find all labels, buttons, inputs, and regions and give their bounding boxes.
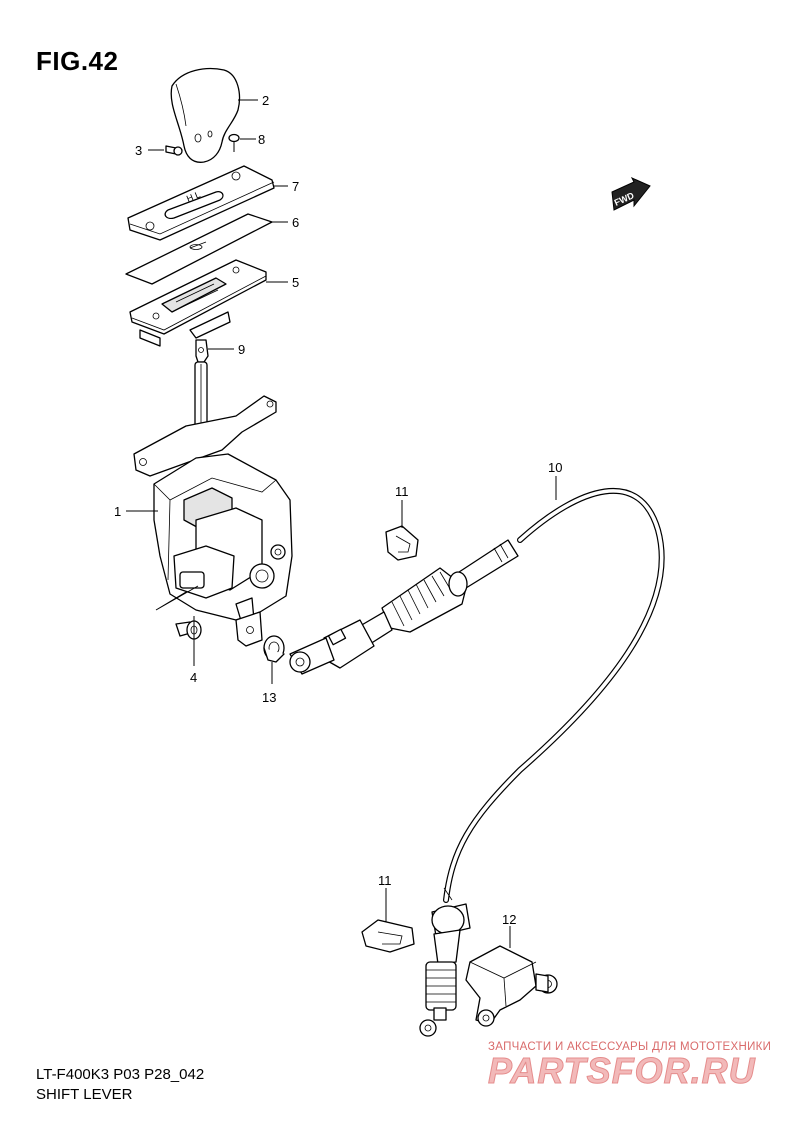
part-shift-plate: H L bbox=[127, 165, 275, 241]
part-lever-assembly bbox=[133, 395, 293, 647]
part-clip-upper bbox=[385, 525, 419, 561]
callout-8: 8 bbox=[258, 132, 265, 147]
part-guide-plate bbox=[129, 259, 267, 347]
callout-11-lower: 11 bbox=[378, 873, 392, 888]
callout-group: 2 3 8 7 6 5 9 1 4 13 10 11 11 bbox=[114, 93, 562, 948]
part-bushing bbox=[263, 635, 285, 663]
svg-text:H L: H L bbox=[185, 189, 202, 204]
callout-12: 12 bbox=[502, 912, 516, 927]
part-shift-knob bbox=[170, 67, 241, 163]
part-clip-lower bbox=[361, 919, 415, 953]
callout-3: 3 bbox=[135, 143, 142, 158]
callout-2: 2 bbox=[262, 93, 269, 108]
watermark-tagline: ЗАПЧАСТИ И АКСЕССУАРЫ ДЛЯ МОТОТЕХНИКИ bbox=[488, 1041, 772, 1053]
direction-badge: FWD bbox=[611, 176, 651, 211]
part-bolt bbox=[175, 620, 202, 640]
callout-9: 9 bbox=[238, 342, 245, 357]
part-screw-3 bbox=[165, 145, 183, 156]
model-code: LT-F400K3 P03 P28_042 bbox=[36, 1066, 205, 1083]
callout-5: 5 bbox=[292, 275, 299, 290]
figure-title: FIG.42 bbox=[36, 46, 119, 76]
callout-4: 4 bbox=[190, 670, 197, 685]
part-screw-8 bbox=[228, 133, 240, 152]
callout-13: 13 bbox=[262, 690, 276, 705]
part-cable-bracket bbox=[465, 945, 558, 1027]
assembly-name: SHIFT LEVER bbox=[36, 1086, 133, 1103]
callout-10: 10 bbox=[548, 460, 562, 475]
callout-1: 1 bbox=[114, 504, 121, 519]
watermark-logo: PARTSFOR.RU bbox=[488, 1050, 756, 1092]
callout-6: 6 bbox=[292, 215, 299, 230]
callout-11-upper: 11 bbox=[395, 484, 409, 499]
part-shift-cable bbox=[289, 487, 665, 1037]
callout-7: 7 bbox=[292, 179, 299, 194]
